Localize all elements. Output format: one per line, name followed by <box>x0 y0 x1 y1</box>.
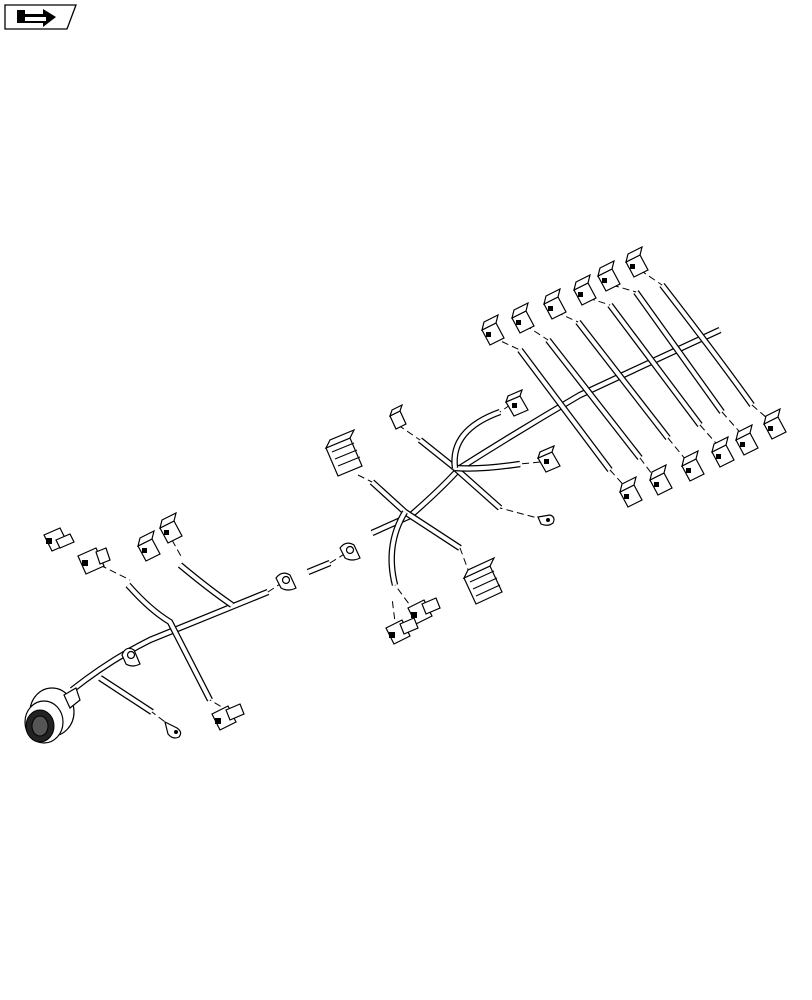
ring-terminal <box>164 720 182 739</box>
sensor-connector <box>649 463 673 496</box>
sensor-connector <box>543 287 567 320</box>
sensor-connector <box>763 407 787 440</box>
cable-clamp <box>121 647 141 667</box>
end-connector <box>388 403 407 430</box>
cable-clamp <box>339 542 361 561</box>
two-pin-connector <box>77 547 111 575</box>
sensor-connector <box>735 423 759 456</box>
multi-pin-connector <box>324 428 363 477</box>
round-main-connector <box>24 687 81 744</box>
leader-lines <box>99 269 776 729</box>
main-trunk-wire <box>69 327 722 693</box>
middle-branch-wires <box>369 408 521 586</box>
sensor-connector <box>481 313 505 346</box>
sensor-connector <box>573 273 597 306</box>
sensor-connector <box>619 475 643 508</box>
end-connector <box>537 444 561 473</box>
sensor-connector <box>711 435 735 468</box>
ring-terminal <box>537 514 555 526</box>
sensor-connector <box>511 301 535 334</box>
left-branch-wires <box>98 562 234 715</box>
two-pin-connector <box>43 527 75 552</box>
multi-pin-connector <box>462 556 503 605</box>
right-branch-wires <box>517 283 755 472</box>
sensor-connector <box>625 245 649 278</box>
cable-clamp <box>275 572 297 591</box>
block-connector <box>159 511 183 544</box>
two-pin-connector <box>385 617 419 645</box>
next-page-arrow-icon[interactable] <box>4 4 77 30</box>
sensor-connector <box>597 259 621 292</box>
end-connector <box>505 388 529 417</box>
block-connector <box>137 529 161 562</box>
two-pin-connector <box>211 703 245 731</box>
sensor-connector <box>681 449 705 482</box>
